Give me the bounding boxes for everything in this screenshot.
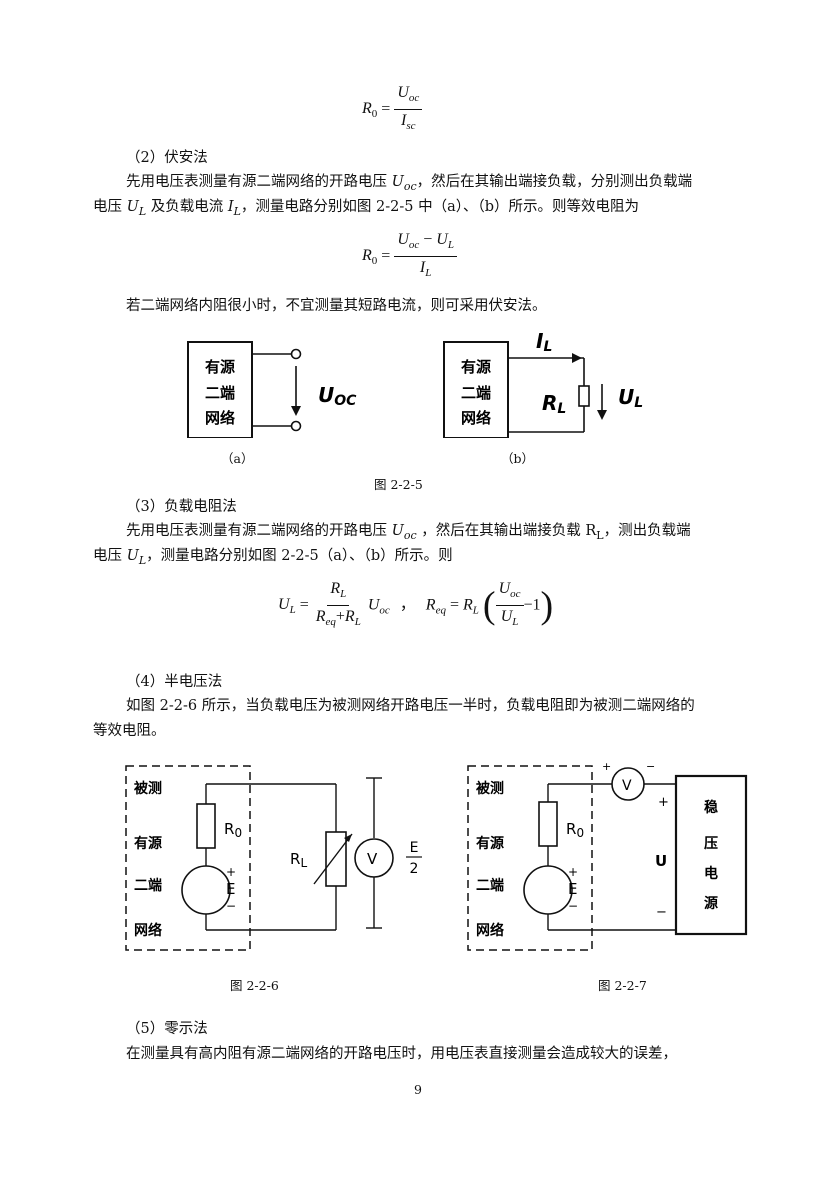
svg-text:+: + (568, 865, 578, 879)
source-e-226 (181, 865, 231, 915)
regulated-power-supply (674, 774, 748, 936)
svg-text:−: − (568, 899, 578, 913)
resistor-r0-227 (538, 801, 558, 847)
section-3-paragraph-line2: 电压 UL，测量电路分别如图 2-2-5（a）、（b）所示。则 (93, 548, 453, 567)
svg-text:有源: 有源 (476, 835, 504, 852)
formula-r0-uoc-isc: R0 = Uoc Isc (362, 84, 423, 135)
figure-2-2-7: 被测 有源 二端 网络 V + − R0 + E − + U − 稳 压 电 源 (467, 760, 748, 951)
svg-text:有源: 有源 (461, 358, 491, 376)
terminal-a-bottom (290, 420, 302, 432)
section-2-paragraph-line1: 先用电压表测量有源二端网络的开路电压 Uoc，然后在其输出端接负载，分别测出负载… (126, 174, 693, 193)
formula-lhs: R0 (362, 100, 378, 121)
svg-text:二端: 二端 (134, 877, 162, 894)
svg-text:E: E (226, 880, 235, 898)
section-2-note: 若二端网络内阻很小时，不宜测量其短路电流，则可采用伏安法。 (126, 298, 547, 314)
source-e-227 (523, 865, 573, 915)
svg-text:二端: 二端 (461, 384, 491, 402)
section-2-paragraph-line2: 电压 UL 及负载电流 IL，测量电路分别如图 2-2-5 中（a）、（b）所示… (93, 199, 640, 218)
label-ul: UL (618, 385, 643, 411)
label-rl: RL (542, 391, 566, 417)
svg-text:V: V (622, 778, 632, 794)
svg-text:网络: 网络 (461, 409, 491, 427)
terminal-a-top (290, 348, 302, 360)
svg-text:二端: 二端 (476, 877, 504, 894)
svg-text:R0: R0 (566, 820, 584, 840)
load-resistor-b (578, 385, 590, 407)
fig-2-2-5-caption-b: （b） (501, 451, 535, 466)
section-5-paragraph-line1: 在测量具有高内阻有源二端网络的开路电压时，用电压表直接测量会造成较大的误差， (126, 1046, 677, 1062)
svg-text:V: V (367, 850, 378, 868)
network-box-a (187, 341, 253, 438)
figure-2-2-6: 被测 有源 二端 网络 R0 + E − RL V E 2 (125, 765, 422, 951)
label-uoc: UOC (318, 383, 357, 409)
section-2-heading: （2）伏安法 (126, 150, 208, 166)
svg-text:E: E (568, 880, 577, 898)
fig-2-2-6-caption: 图 2-2-6 (230, 978, 279, 993)
section-5-heading: （5）零示法 (126, 1021, 208, 1037)
svg-text:+: + (226, 865, 236, 879)
svg-text:+: + (658, 795, 669, 810)
network-box-a-line1: 有源 (205, 358, 235, 376)
section-3-heading: （3）负载电阻法 (126, 499, 237, 515)
section-4-heading: （4）半电压法 (126, 674, 223, 690)
network-box-a-line3: 网络 (205, 409, 235, 427)
dashed-network-box-226 (125, 765, 251, 951)
svg-text:RL: RL (290, 850, 307, 870)
network-box-b (443, 341, 509, 438)
section-4-paragraph-line2: 等效电阻。 (93, 723, 166, 739)
resistor-r0-226 (196, 803, 216, 849)
svg-text:网络: 网络 (134, 922, 162, 939)
fig-2-2-5-caption: 图 2-2-5 (374, 477, 423, 492)
svg-text:E: E (410, 840, 419, 856)
svg-text:压: 压 (704, 836, 718, 852)
figure-2-2-5: 有源 二端 网络 UOC 有源 二端 网络 IL RL UL (187, 329, 643, 438)
svg-text:−: − (226, 899, 236, 913)
voltage-arrow-a (291, 406, 301, 416)
network-box-a-line2: 二端 (205, 384, 235, 402)
resistor-rl-226 (325, 831, 347, 887)
dashed-network-box-227 (467, 765, 593, 951)
svg-text:电: 电 (704, 865, 718, 882)
voltage-arrow-b (597, 410, 607, 420)
svg-text:−: − (646, 760, 655, 773)
formula-fraction: Uoc Isc (394, 84, 423, 135)
svg-text:稳: 稳 (704, 799, 718, 816)
section-4-paragraph-line1: 如图 2-2-6 所示，当负载电压为被测网络开路电压一半时，负载电阻即为被测二端… (126, 698, 695, 714)
current-arrow-b (572, 353, 582, 363)
formula-load-resistance: UL = RL Req+RL Uoc ， Req = RL ( Uoc UL −… (278, 580, 554, 629)
svg-text:被测: 被测 (134, 780, 162, 797)
svg-text:U: U (655, 852, 667, 870)
formula-r0-voltammeter: R0 = Uoc − UL IL (362, 231, 457, 282)
fig-2-2-5-caption-a: （a） (221, 451, 254, 466)
svg-text:源: 源 (704, 895, 718, 912)
svg-text:被测: 被测 (476, 780, 504, 797)
section-3-paragraph-line1: 先用电压表测量有源二端网络的开路电压 Uoc ，然后在其输出端接负载 RL，测出… (126, 523, 691, 542)
svg-text:网络: 网络 (476, 922, 504, 939)
svg-text:−: − (656, 905, 667, 920)
svg-text:+: + (602, 760, 611, 773)
svg-text:2: 2 (410, 861, 419, 877)
fig-2-2-7-caption: 图 2-2-7 (598, 978, 647, 993)
label-il: IL (536, 329, 552, 355)
svg-text:R0: R0 (224, 820, 242, 840)
page-number: 9 (414, 1082, 422, 1097)
svg-text:有源: 有源 (134, 835, 162, 852)
